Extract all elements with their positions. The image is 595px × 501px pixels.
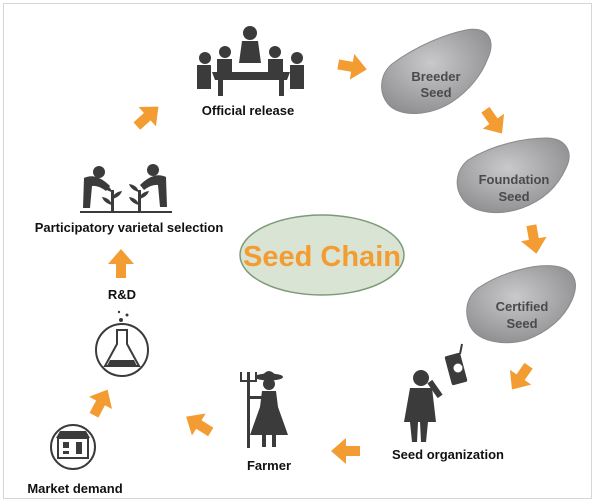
certified-label-line2: Seed (506, 316, 537, 331)
arrow-foundation-to-certified (521, 224, 547, 254)
farmer-with-pitchfork-icon (240, 371, 288, 448)
cycle-arrows (89, 54, 547, 464)
arrow-rnd-to-selection (108, 249, 134, 278)
people-with-plants-icon (80, 164, 172, 213)
breeder-label-line2: Seed (420, 85, 451, 100)
meeting-table-icon (197, 26, 304, 96)
arrow-breeder-to-foundation (481, 106, 505, 134)
breeder-label-line1: Breeder (411, 69, 460, 84)
businessman-with-phone-icon (404, 343, 468, 442)
market-stall-icon (50, 424, 96, 470)
bean-seed-icon (456, 137, 570, 214)
rnd-label: R&D (108, 287, 136, 302)
foundation-label-line2: Seed (498, 189, 529, 204)
certified-seed: Certified Seed (466, 265, 576, 344)
flask-icon (95, 310, 149, 377)
foundation-seed: Foundation Seed (456, 137, 570, 214)
center-title: Seed Chain (243, 241, 401, 273)
center-ellipse: Seed Chain (239, 214, 405, 296)
bean-seed-icon (466, 265, 576, 344)
arrow-selection-to-release (133, 106, 159, 130)
market-demand-label: Market demand (27, 481, 122, 496)
farmer-label: Farmer (247, 458, 291, 473)
arrow-farmer-to-market (186, 413, 214, 437)
foundation-label-line1: Foundation (479, 172, 550, 187)
breeder-seed: Breeder Seed (381, 28, 492, 115)
arrow-release-to-breeder (337, 54, 367, 80)
certified-label-line1: Certified (496, 299, 549, 314)
seed-organization-label: Seed organization (392, 447, 504, 462)
bean-seed-icon (381, 28, 492, 115)
arrow-organization-to-farmer (331, 438, 360, 464)
arrow-certified-to-organization (509, 362, 533, 390)
official-release-label: Official release (202, 103, 295, 118)
arrow-market-to-rnd (89, 389, 113, 418)
participatory-selection-label: Participatory varietal selection (35, 220, 224, 235)
